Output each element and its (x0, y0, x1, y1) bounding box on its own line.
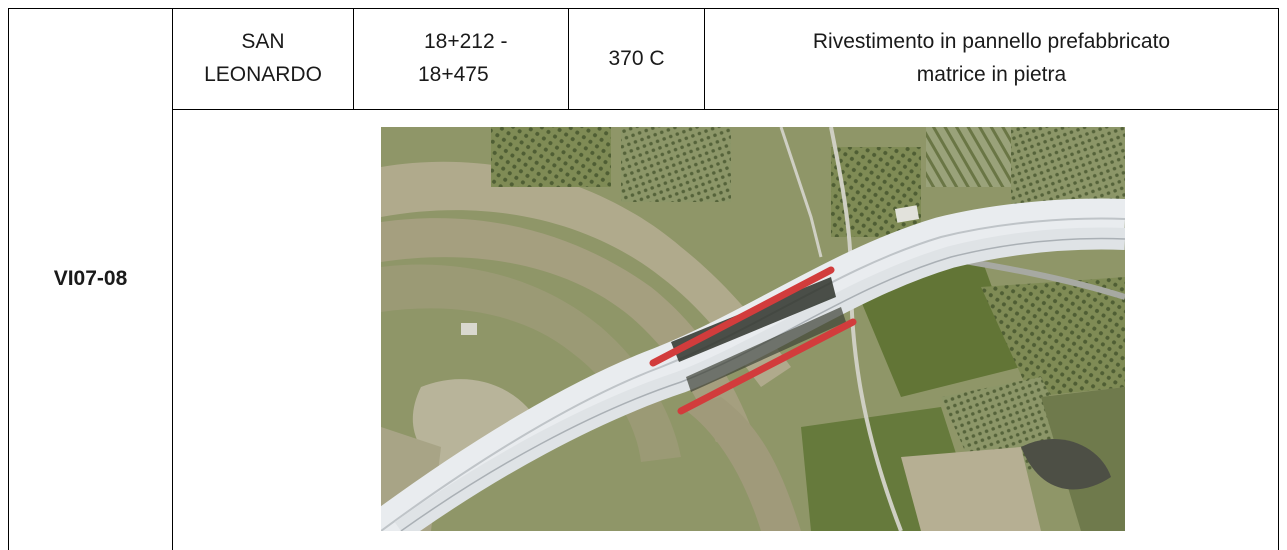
description-cell: Rivestimento in pannello prefabbricato m… (705, 9, 1278, 109)
description-line-2: matrice in pietra (916, 63, 1067, 86)
aerial-photo (381, 127, 1125, 531)
column-divider-code (172, 8, 173, 550)
column-divider-location (353, 8, 354, 109)
record-code-text: VI07-08 (53, 267, 128, 291)
section-cell: 370 C (569, 9, 704, 109)
description-line-1: Rivestimento in pannello prefabbricato (812, 30, 1171, 54)
table-border-top (8, 8, 1279, 9)
chainage-line-1: 18+212 - (424, 30, 508, 54)
aerial-photo-image (381, 127, 1125, 531)
table-border-right (1278, 8, 1279, 550)
location-line-1: SAN (241, 30, 285, 54)
row-divider-header (172, 109, 1279, 110)
location-cell: SAN LEONARDO (173, 9, 353, 109)
record-code: VI07-08 (9, 9, 172, 550)
section-text: 370 C (608, 46, 665, 70)
column-divider-chainage (568, 8, 569, 109)
chainage-cell: 18+212 - 18+475 (354, 9, 568, 109)
location-line-2: LEONARDO (204, 63, 322, 86)
column-divider-section (704, 8, 705, 109)
chainage-line-2: 18+475 (418, 63, 489, 86)
table-border-left (8, 8, 9, 550)
